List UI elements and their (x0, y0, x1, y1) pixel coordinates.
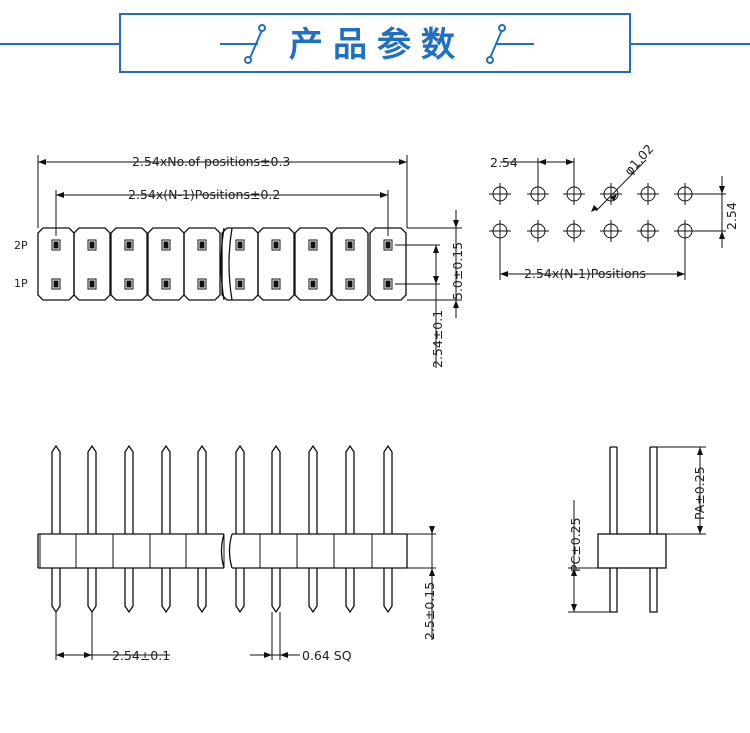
pin-upper (271, 444, 281, 534)
housing-cell (331, 227, 369, 301)
pin-square-fill (89, 241, 95, 249)
pin-square-fill (237, 241, 243, 249)
hole-diameter-label: φ1.02 (621, 141, 656, 178)
pin-square-fill (347, 280, 353, 288)
pin-upper (345, 444, 355, 534)
pin-square (161, 239, 171, 251)
pin-lower (51, 568, 61, 614)
pin-square-fill (199, 241, 205, 249)
pin-square (345, 278, 355, 290)
title-banner (0, 13, 750, 73)
side-pins (39, 444, 393, 614)
pin-square-fill (53, 241, 59, 249)
housing-cell (37, 227, 75, 301)
pin-square (235, 278, 245, 290)
page-title: 产品参数 (289, 25, 465, 65)
pin-upper (124, 444, 134, 534)
pin-square-fill (273, 241, 279, 249)
pcb-span-label: 2.54x(N-1)Positions (524, 266, 646, 281)
housing-cell (183, 227, 221, 301)
pin-square-fill (89, 280, 95, 288)
pin-square-fill (126, 241, 132, 249)
pin-lower (308, 568, 318, 614)
pin-square-fill (163, 280, 169, 288)
row-label-1p: 1P (14, 277, 28, 290)
housing-cell (73, 227, 111, 301)
pin-lower (124, 568, 134, 614)
housing-cell (257, 227, 295, 301)
pin-square (235, 239, 245, 251)
pin-square (308, 278, 318, 290)
pin-upper (235, 444, 245, 534)
pin-square (161, 278, 171, 290)
pin-lower (197, 568, 207, 614)
total-length-label: 2.54xNo.of positions±0.3 (132, 154, 290, 169)
pin-square-fill (126, 280, 132, 288)
pin-upper (51, 444, 61, 534)
side-view: 2.5±0.15 2.54±0.1 0.64 SQ (37, 444, 437, 663)
pin-lower (161, 568, 171, 614)
row-label-2p: 2P (14, 239, 28, 252)
pin-square (87, 239, 97, 251)
pin-square-fill (385, 280, 391, 288)
pcb-holes (489, 183, 696, 242)
pin-lower (87, 568, 97, 614)
pin-upper (308, 444, 318, 534)
pin-square (124, 278, 134, 290)
housing-cell (110, 227, 148, 301)
pin-square-fill (310, 280, 316, 288)
pin-square-fill (310, 241, 316, 249)
pitch-span-label: 2.54x(N-1)Positions±0.2 (128, 187, 280, 202)
pin-upper (197, 444, 207, 534)
pin-upper (87, 444, 97, 534)
pin-square-fill (347, 241, 353, 249)
pin-square (87, 278, 97, 290)
pin-lower (345, 568, 355, 614)
housing-cell (369, 227, 407, 301)
row-pitch-label: 2.54±0.1 (430, 310, 445, 368)
pin-square (271, 278, 281, 290)
pcb-pitch-x: 2.54 (490, 155, 518, 170)
pin-square (51, 278, 61, 290)
height-label: 5.0±0.15 (450, 242, 465, 300)
pin-lower (235, 568, 245, 614)
pin-square-fill (163, 241, 169, 249)
pin-square (124, 239, 134, 251)
pin-lower (271, 568, 281, 614)
housing-cell (221, 227, 259, 301)
pin-size-label: 0.64 SQ (302, 648, 352, 663)
pin-square-fill (53, 280, 59, 288)
pin-upper (161, 444, 171, 534)
pin-square (271, 239, 281, 251)
pin-square (197, 278, 207, 290)
pin-square (383, 239, 393, 251)
pin-lower (383, 568, 393, 614)
pa-label: PA±0.25 (692, 466, 707, 520)
body-height-label: 2.5±0.15 (422, 582, 437, 640)
housing-cells (37, 227, 407, 301)
pin-upper (383, 444, 393, 534)
housing-cell (147, 227, 185, 301)
top-view: 2.54xNo.of positions±0.3 2.54x(N-1)Posit… (14, 154, 465, 368)
pin-square (383, 278, 393, 290)
housing-cell (294, 227, 332, 301)
pin-square-fill (385, 241, 391, 249)
pin-square-fill (273, 280, 279, 288)
pin-square (345, 239, 355, 251)
pin-square (197, 239, 207, 251)
end-view: PA±0.25 PC±0.25 (568, 446, 707, 613)
pcb-hole-layout: 2.54 φ1.02 2.54 2.54x(N-1)Positions (489, 141, 739, 281)
pin-square (308, 239, 318, 251)
pin-square (51, 239, 61, 251)
pcb-pitch-y: 2.54 (724, 202, 739, 230)
pin-square-fill (237, 280, 243, 288)
pin-square-fill (199, 280, 205, 288)
pc-label: PC±0.25 (568, 517, 583, 572)
side-pitch-label: 2.54±0.1 (112, 648, 170, 663)
